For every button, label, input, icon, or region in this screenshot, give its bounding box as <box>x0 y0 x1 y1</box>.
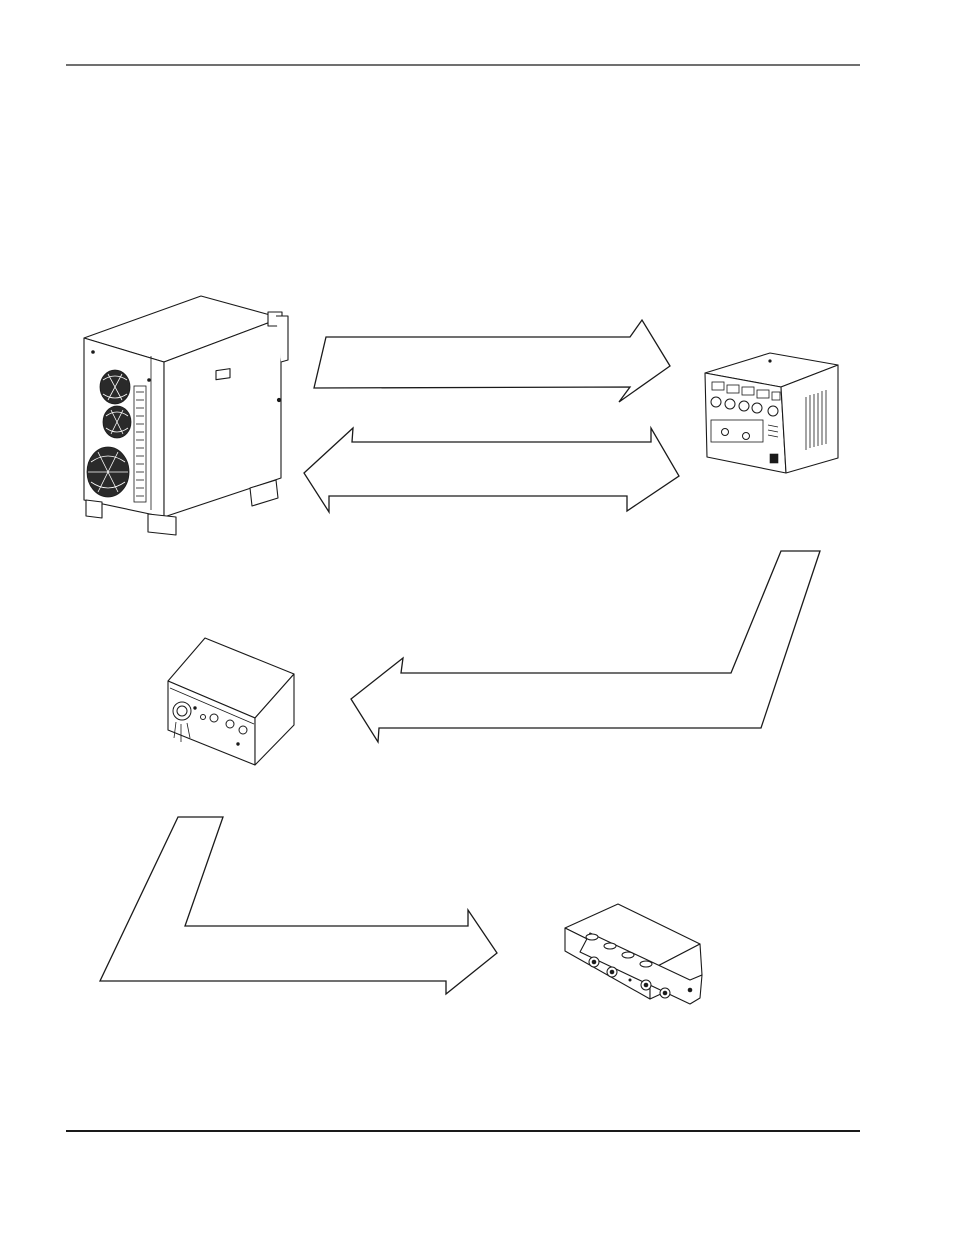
power-supply-unit-icon <box>83 295 289 536</box>
vent-louvers-icon <box>133 385 147 503</box>
torch-manifold-icon <box>564 903 703 1005</box>
fan-icon <box>99 369 131 405</box>
fan-icon <box>86 446 130 498</box>
arrow-power-to-gas <box>313 318 671 403</box>
arrow-gas-to-ignition <box>350 550 821 745</box>
fan-icon <box>102 405 132 439</box>
gas-console-icon <box>704 352 839 474</box>
ignition-console-icon <box>167 637 295 766</box>
arrow-ignition-to-manifold <box>98 816 498 996</box>
arrow-power-gas-bidirectional <box>303 425 680 515</box>
